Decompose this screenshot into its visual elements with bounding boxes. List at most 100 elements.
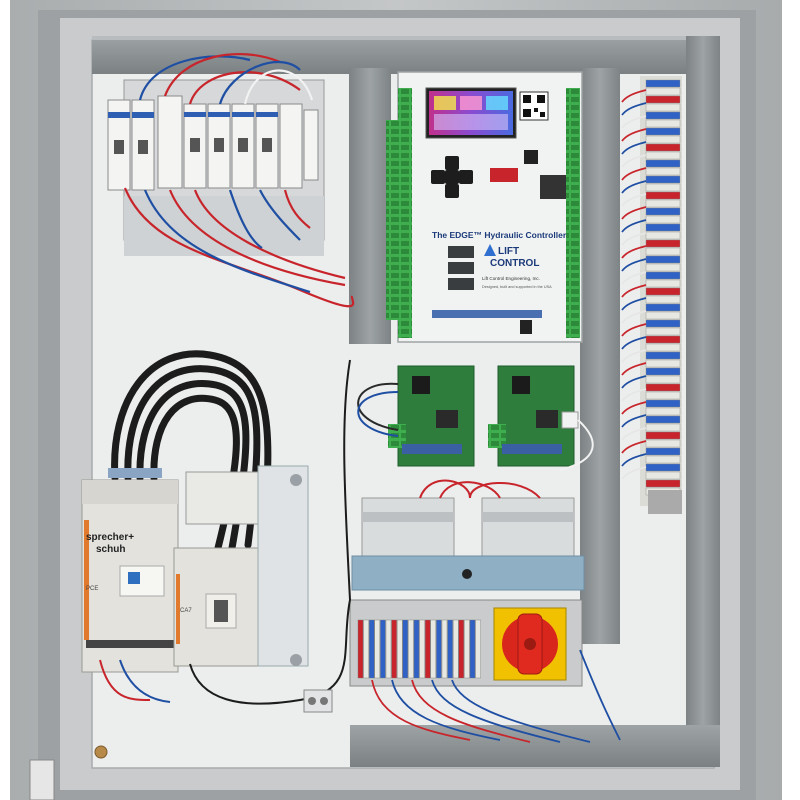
wire [621, 219, 647, 233]
terminal-block [441, 619, 448, 679]
terminal-block [374, 619, 380, 679]
terminal-block [645, 231, 681, 240]
terminal-block [645, 303, 681, 312]
d-pad-icon [431, 156, 473, 198]
wire [621, 453, 647, 467]
qr-code-icon [519, 91, 549, 121]
transformer-wiring [419, 479, 541, 499]
wire [621, 154, 647, 168]
terminal-block [645, 87, 681, 96]
controller-brand-line1: LIFT [498, 246, 519, 257]
terminal-block [380, 619, 386, 679]
wire [621, 271, 647, 285]
wire [621, 115, 647, 129]
wire [621, 375, 647, 389]
wire [621, 206, 647, 220]
terminal-block [645, 247, 681, 256]
wire [621, 167, 647, 181]
wire [621, 102, 647, 116]
terminal-block [369, 619, 375, 679]
terminal-block [645, 455, 681, 464]
soft-starter-brand-line2: schuh [96, 544, 125, 555]
terminal-block [645, 447, 681, 456]
terminal-block [645, 359, 681, 368]
wire [621, 193, 647, 207]
right-wire-duct [686, 36, 720, 736]
terminal-block [645, 263, 681, 272]
terminal-block [645, 311, 681, 320]
starter-wiring [99, 359, 351, 705]
bottom-wiring [371, 649, 621, 743]
wire [621, 128, 647, 142]
right-terminal-strip [640, 76, 682, 514]
bottom-terminal-block [357, 619, 481, 679]
terminal-block [645, 143, 681, 152]
terminal-block [391, 619, 397, 679]
contactor-model: CA7 [180, 608, 192, 614]
terminal-block [645, 167, 681, 176]
terminal-block [645, 367, 681, 376]
breaker-wiring [123, 52, 355, 308]
wire [621, 141, 647, 155]
wire [621, 245, 647, 259]
circuit-breakers [107, 79, 325, 256]
wire [621, 466, 647, 480]
wire [621, 349, 647, 363]
terminal-block [408, 619, 414, 679]
bottom-wire-duct [350, 725, 720, 767]
wire [621, 401, 647, 415]
terminal-block [464, 619, 470, 679]
controller-display [425, 87, 517, 139]
terminal-block [458, 619, 464, 679]
wire [621, 414, 647, 428]
terminal-block [645, 463, 681, 472]
io-boards [388, 365, 579, 467]
terminal-block [397, 619, 403, 679]
center-wire-ducts [349, 68, 620, 644]
contactor: CA7 [173, 465, 309, 667]
terminal-block [645, 471, 681, 480]
wire [621, 310, 647, 324]
terminal-block [430, 619, 436, 679]
terminal-block [645, 319, 681, 328]
terminal-block [645, 343, 681, 352]
wire [621, 232, 647, 246]
terminal-block [645, 127, 681, 136]
edge-hydraulic-controller-board: The EDGE™ Hydraulic Controller LIFT CONT… [386, 71, 583, 343]
terminal-block [645, 399, 681, 408]
controller-brand-line2: CONTROL [490, 258, 539, 269]
terminal-block [645, 159, 681, 168]
top-wire-duct [92, 36, 702, 74]
terminal-block [645, 327, 681, 336]
terminal-block [645, 375, 681, 384]
wire [621, 440, 647, 454]
terminal-block [645, 439, 681, 448]
lift-control-logo-icon [484, 244, 496, 256]
terminal-block [645, 415, 681, 424]
ground-lug [303, 689, 333, 713]
terminal-block [645, 135, 681, 144]
terminal-block [645, 391, 681, 400]
terminal-block [645, 111, 681, 120]
wire [621, 427, 647, 441]
terminal-block [645, 287, 681, 296]
terminal-block [645, 431, 681, 440]
wire [621, 336, 647, 350]
right-wiring [621, 89, 647, 480]
wire [621, 388, 647, 402]
terminal-block [645, 207, 681, 216]
terminal-block [413, 619, 420, 679]
terminal-block [645, 79, 681, 88]
terminal-block [645, 423, 681, 432]
wire [621, 362, 647, 376]
terminal-block [645, 119, 681, 128]
terminal-block [645, 103, 681, 112]
terminal-block [385, 619, 392, 679]
wire [621, 323, 647, 337]
terminal-block [425, 619, 431, 679]
terminal-block [475, 619, 481, 679]
terminal-block [645, 199, 681, 208]
terminal-block [645, 215, 681, 224]
wire [621, 180, 647, 194]
